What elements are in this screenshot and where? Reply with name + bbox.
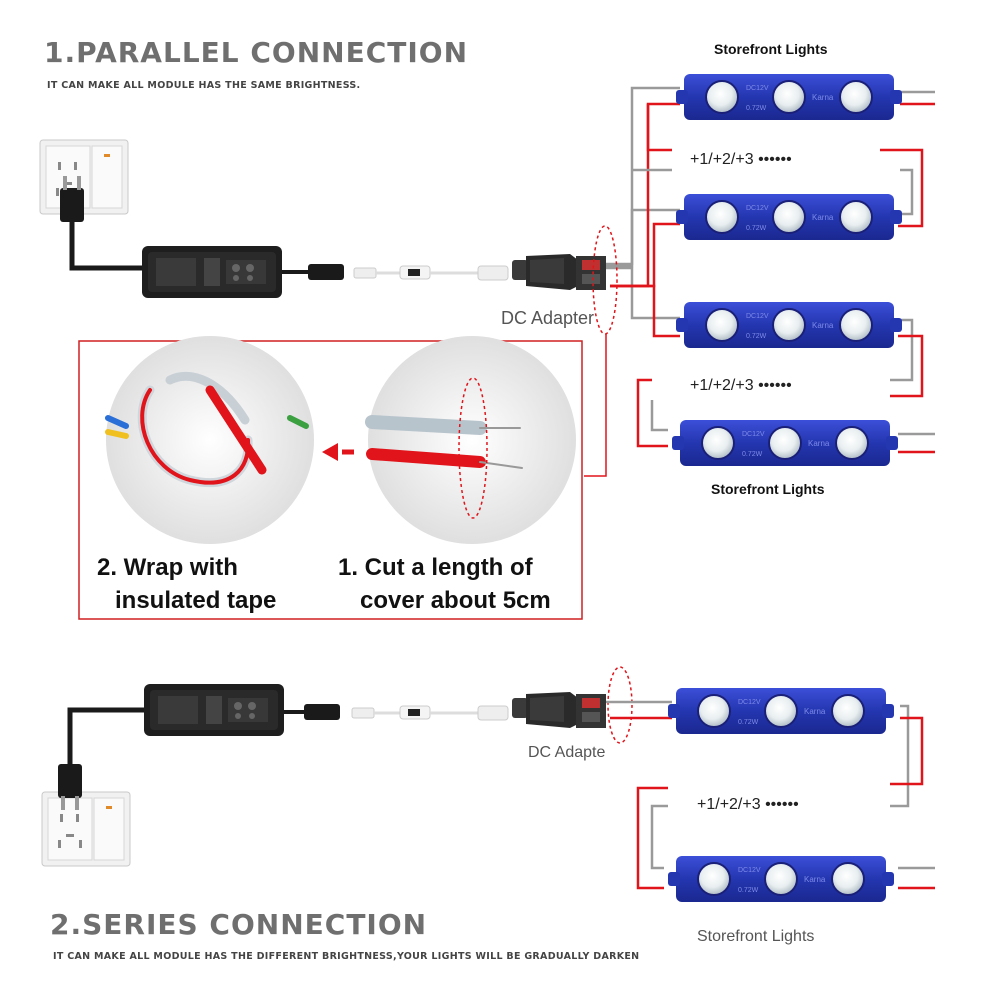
power-plug-icon: [58, 764, 82, 810]
led-module-icon: [671, 419, 899, 467]
led-module-icon: [675, 301, 903, 349]
storefront-label-series: Storefront Lights: [697, 928, 815, 945]
storefront-label-top: Storefront Lights: [714, 41, 828, 57]
arrow-left-icon: [322, 443, 354, 461]
step-2-line-2: insulated tape: [115, 587, 277, 614]
cut-cover-photo: [368, 336, 576, 544]
wall-outlet-icon: [41, 791, 131, 867]
instruction-inset: [78, 340, 583, 620]
sequence-label-2: +1/+2/+3 ••••••: [690, 377, 792, 394]
step-2-line-1: 2. Wrap with: [97, 554, 238, 581]
led-module-icon: [667, 855, 895, 903]
led-module-icon: [675, 193, 903, 241]
led-module-icon: [675, 73, 903, 121]
step-1-line-2: cover about 5cm: [360, 587, 551, 614]
power-plug-icon: [60, 176, 84, 222]
parallel-subtitle: IT CAN MAKE ALL MODULE HAS THE SAME BRIG…: [47, 80, 361, 91]
parallel-title: 1.PARALLEL CONNECTION: [44, 36, 469, 69]
sequence-label-series: +1/+2/+3 ••••••: [697, 796, 799, 813]
dc-adapter-label-series: DC Adapte: [528, 744, 606, 761]
wrap-tape-photo: [106, 336, 314, 544]
dc-connector-icon: [512, 692, 606, 728]
power-adapter-icon: [144, 684, 284, 736]
step-1-line-1: 1. Cut a length of: [338, 554, 533, 581]
series-subtitle: IT CAN MAKE ALL MODULE HAS THE DIFFERENT…: [53, 951, 640, 962]
series-title: 2.SERIES CONNECTION: [50, 908, 428, 941]
power-adapter-icon: [142, 246, 282, 298]
storefront-label-bottom: Storefront Lights: [711, 481, 825, 497]
led-module-icon: [667, 687, 895, 735]
dc-adapter-label: DC Adapter: [501, 308, 595, 328]
dc-connector-icon: [512, 254, 606, 290]
sequence-label-1: +1/+2/+3 ••••••: [690, 151, 792, 168]
